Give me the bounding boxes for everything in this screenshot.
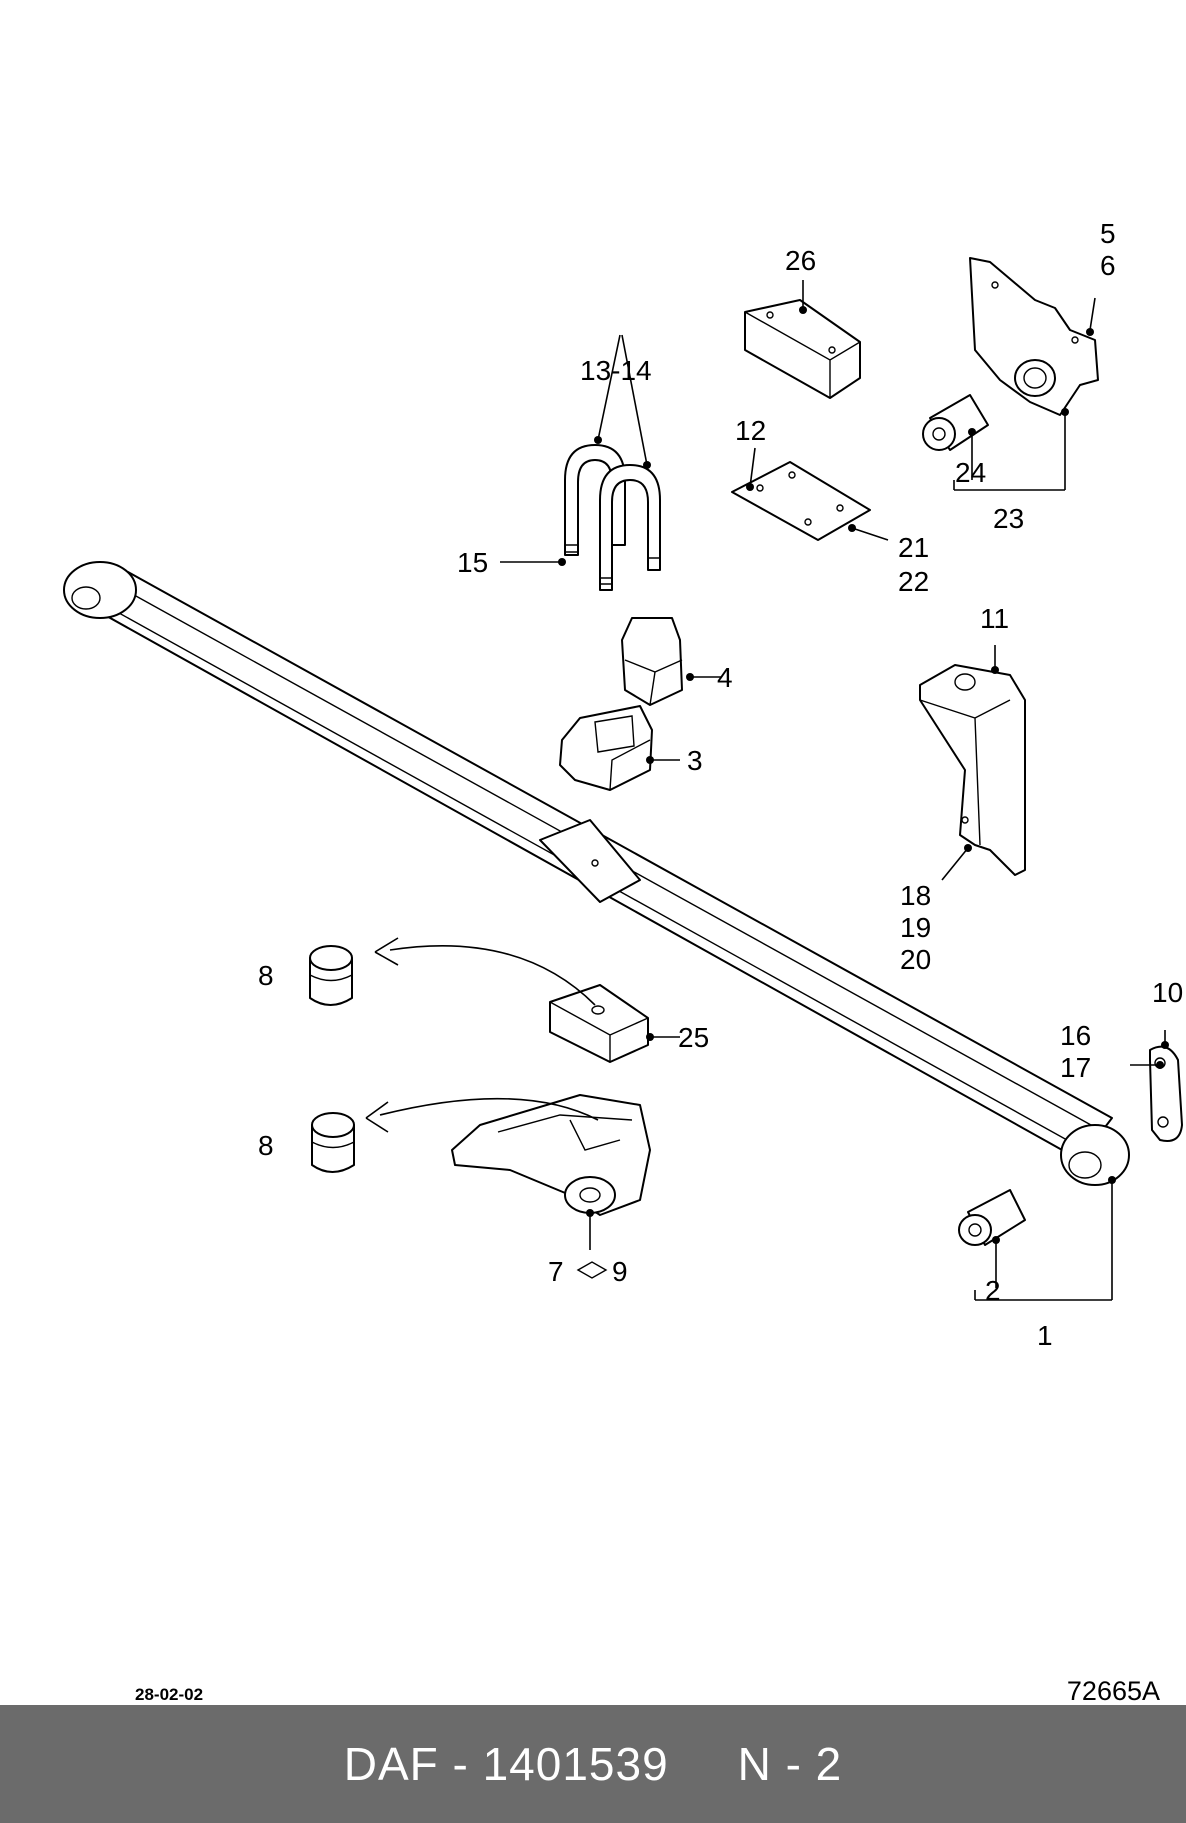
callout-23: 23: [993, 503, 1024, 534]
bushing-part-2: [958, 1189, 1026, 1246]
arrowhead-lower: [365, 1101, 389, 1133]
callout-12: 12: [735, 415, 766, 446]
callout-19: 19: [900, 912, 931, 943]
callout-3: 3: [687, 745, 703, 776]
bracket-part-3: [559, 705, 653, 791]
callout-25: 25: [678, 1022, 709, 1053]
callout-15: 15: [457, 547, 488, 578]
part-number-bar: DAF - 1401539 N - 2: [0, 1705, 1186, 1823]
callout-24: 24: [955, 457, 986, 488]
bracket-part-5-6: [969, 257, 1099, 416]
footer-drawing-code: 72665A: [1067, 1676, 1160, 1705]
callout-8-lower: 8: [258, 1130, 274, 1161]
block-part-25: [549, 984, 649, 1063]
callout-7: 7: [548, 1256, 564, 1287]
shackle-plate-part-10: [1149, 1045, 1183, 1142]
leader-lines: [500, 280, 1169, 1301]
callout-8-upper: 8: [258, 960, 274, 991]
arrow-to-upper-pad: [389, 945, 596, 1006]
callout-4: 4: [717, 662, 733, 693]
callout-2: 2: [985, 1275, 1001, 1306]
callout-26: 26: [785, 245, 816, 276]
callout-18: 18: [900, 880, 931, 911]
callout-9: 9: [612, 1256, 628, 1287]
callout-13-14: 13-14: [580, 355, 652, 386]
callout-17: 17: [1060, 1052, 1091, 1083]
callout-10: 10: [1152, 977, 1183, 1008]
u-bolts: [564, 444, 661, 591]
callout-22: 22: [898, 566, 929, 597]
rubber-pad-lower: [311, 1112, 355, 1173]
callout-20: 20: [900, 944, 931, 975]
plate-part-12: [731, 461, 871, 541]
bushing-part-24: [922, 394, 989, 451]
callout-1: 1: [1037, 1320, 1053, 1351]
callout-11: 11: [980, 603, 1009, 634]
footer-date: 28-02-02: [135, 1685, 203, 1704]
callout-21: 21: [898, 532, 929, 563]
spacer-part-4: [621, 617, 683, 706]
arrow-to-lower-pad: [379, 1097, 599, 1121]
bracket-part-7-9: [451, 1094, 651, 1216]
callout-5: 5: [1100, 218, 1116, 249]
exploded-parts-diagram: 26 5 6 13-14 12 24 23 21 22 15 11 4 3 18…: [63, 218, 1183, 1705]
rubber-pad-upper: [309, 945, 353, 1006]
part-number-text: DAF - 1401539 N - 2: [343, 1738, 843, 1790]
leaf-spring: [63, 561, 1130, 1186]
arrowhead-upper: [374, 937, 399, 966]
callout-16: 16: [1060, 1020, 1091, 1051]
callout-6: 6: [1100, 250, 1116, 281]
block-part-26: [744, 299, 861, 399]
hanger-part-11: [919, 664, 1026, 876]
